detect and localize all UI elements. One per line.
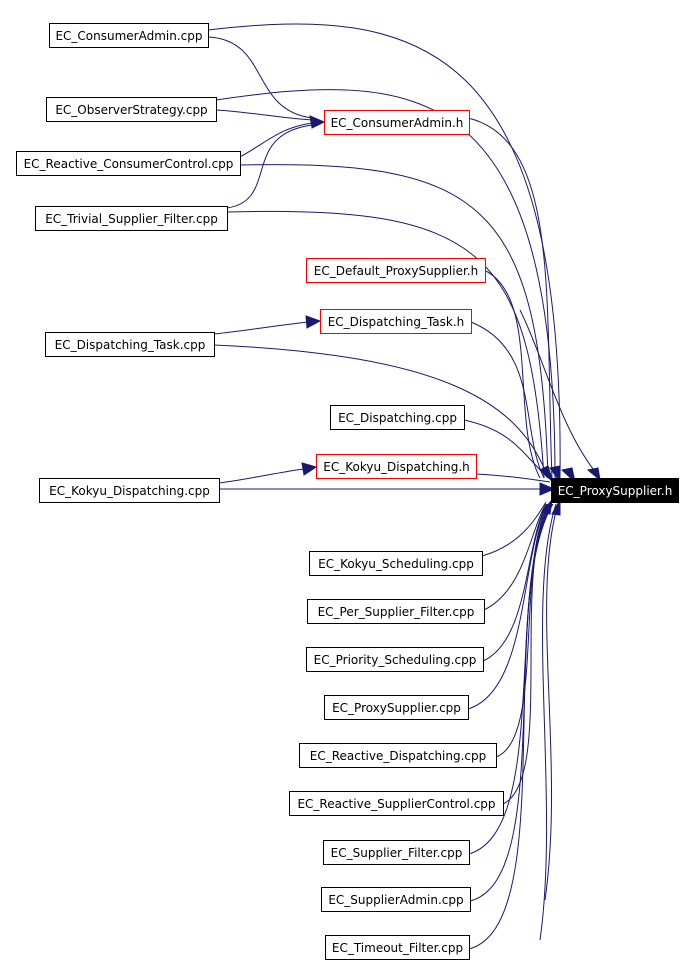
edge-per-supplier-filter-cpp-to-proxysupplier-h [483, 503, 547, 611]
edge-dispatching-cpp-to-proxysupplier-h [463, 419, 549, 479]
node-label: EC_Trivial_Supplier_Filter.cpp [45, 211, 218, 226]
node-default-proxysupplier-h[interactable]: EC_Default_ProxySupplier.h [306, 258, 486, 283]
node-kokyu-scheduling-cpp[interactable]: EC_Kokyu_Scheduling.cpp [309, 551, 483, 576]
edge-trivial-supplier-filter-cpp-to-consumeradmin-h [226, 124, 313, 209]
node-reactive-dispatching-cpp[interactable]: EC_Reactive_Dispatching.cpp [299, 743, 497, 768]
edge-proxysupplier-cpp-to-proxysupplier-h [467, 503, 549, 710]
edge-kokyu-dispatching-h-to-proxysupplier-h [475, 473, 551, 483]
node-label: EC_Dispatching_Task.cpp [54, 337, 206, 352]
arrowhead-target-top-d [586, 467, 601, 482]
edge-dispatching-task-cpp-to-proxysupplier-h [213, 344, 549, 479]
arrowhead-target-top-a [539, 465, 555, 484]
edge-consumeradmin-cpp-to-consumeradmin-h [207, 36, 313, 119]
node-label: EC_ProxySupplier.cpp [332, 700, 461, 715]
node-label: EC_Priority_Scheduling.cpp [313, 652, 477, 667]
node-supplier-filter-cpp[interactable]: EC_Supplier_Filter.cpp [323, 840, 470, 865]
node-proxysupplier-h[interactable]: EC_ProxySupplier.h [551, 478, 679, 503]
node-label: EC_Reactive_ConsumerControl.cpp [23, 156, 234, 171]
node-label: EC_Kokyu_Scheduling.cpp [318, 556, 474, 571]
node-trivial-supplier-filter-cpp[interactable]: EC_Trivial_Supplier_Filter.cpp [35, 206, 228, 231]
edge-dispatching-task-h-to-proxysupplier-h [470, 321, 545, 479]
node-consumeradmin-h[interactable]: EC_ConsumerAdmin.h [324, 110, 470, 135]
node-dispatching-task-cpp[interactable]: EC_Dispatching_Task.cpp [45, 332, 215, 357]
node-label: EC_ProxySupplier.h [557, 483, 673, 498]
edge-default-proxysupplier-h-to-proxysupplier-h [485, 270, 541, 479]
arrowhead-consumeradmin-h [309, 115, 326, 129]
node-label: EC_Per_Supplier_Filter.cpp [317, 604, 475, 619]
node-reactive-consumercontrol-cpp[interactable]: EC_Reactive_ConsumerControl.cpp [16, 151, 241, 176]
edge-kokyu-dispatching-cpp-to-kokyu-dispatching-h [218, 468, 305, 484]
node-label: EC_Supplier_Filter.cpp [330, 845, 463, 860]
edge-supplieradmin-cpp-to-proxysupplier-h [469, 503, 553, 902]
edge-bottom-loop-a [539, 503, 557, 941]
edge-reactive-consumercontrol-cpp-to-consumeradmin-h [239, 122, 313, 158]
node-label: EC_Timeout_Filter.cpp [331, 940, 464, 955]
arrowhead-target-left [539, 482, 556, 496]
node-label: EC_ObserverStrategy.cpp [55, 102, 208, 117]
node-label: EC_ConsumerAdmin.cpp [55, 28, 203, 43]
node-timeout-filter-cpp[interactable]: EC_Timeout_Filter.cpp [325, 935, 470, 960]
edge-consumeradmin-cpp-to-proxysupplier-h [207, 23, 561, 479]
node-proxysupplier-cpp[interactable]: EC_ProxySupplier.cpp [324, 695, 469, 720]
edge-observerstrategy-cpp-to-consumeradmin-h [215, 109, 313, 121]
node-label: EC_Kokyu_Dispatching.h [323, 459, 470, 474]
node-priority-scheduling-cpp[interactable]: EC_Priority_Scheduling.cpp [306, 647, 484, 672]
edge-dispatching-task-cpp-to-dispatching-task-h [213, 321, 309, 335]
node-label: EC_Kokyu_Dispatching.cpp [49, 483, 210, 498]
node-per-supplier-filter-cpp[interactable]: EC_Per_Supplier_Filter.cpp [307, 599, 485, 624]
arrowhead-dispatching-task-h [305, 315, 322, 329]
edge-reactive-consumercontrol-cpp-to-proxysupplier-h [239, 164, 549, 479]
node-kokyu-dispatching-h[interactable]: EC_Kokyu_Dispatching.h [316, 454, 477, 479]
node-label: EC_Dispatching.cpp [338, 410, 457, 425]
edge-trivial-supplier-filter-cpp-to-proxysupplier-h [226, 210, 545, 479]
node-reactive-suppliercontrol-cpp[interactable]: EC_Reactive_SupplierControl.cpp [289, 791, 504, 816]
node-dispatching-task-h[interactable]: EC_Dispatching_Task.h [320, 309, 472, 334]
node-label: EC_Dispatching_Task.h [327, 314, 465, 329]
node-observerstrategy-cpp[interactable]: EC_ObserverStrategy.cpp [46, 97, 217, 122]
arrowhead-target-bottom-a [541, 498, 553, 515]
node-label: EC_Reactive_Dispatching.cpp [309, 748, 487, 763]
edge-timeout-filter-cpp-to-proxysupplier-h [468, 503, 554, 950]
node-dispatching-cpp[interactable]: EC_Dispatching.cpp [330, 405, 465, 430]
edge-kokyu-scheduling-cpp-to-proxysupplier-h [481, 501, 547, 557]
edge-reactive-dispatching-cpp-to-proxysupplier-h [495, 503, 550, 758]
edge-proxysupplier-h-up-loop [519, 309, 601, 479]
node-label: EC_Reactive_SupplierControl.cpp [297, 796, 496, 811]
node-label: EC_ConsumerAdmin.h [330, 115, 464, 130]
arrowhead-kokyu-dispatching-h [301, 462, 318, 476]
edge-bottom-loop-b [544, 503, 559, 901]
node-consumeradmin-cpp[interactable]: EC_ConsumerAdmin.cpp [49, 23, 209, 48]
edge-consumeradmin-h-to-proxysupplier-h [467, 117, 553, 479]
node-kokyu-dispatching-cpp[interactable]: EC_Kokyu_Dispatching.cpp [39, 478, 220, 503]
arrowhead-target-bottom-b [551, 498, 561, 516]
node-label: EC_Default_ProxySupplier.h [313, 263, 479, 278]
node-supplieradmin-cpp[interactable]: EC_SupplierAdmin.cpp [321, 887, 471, 912]
edge-priority-scheduling-cpp-to-proxysupplier-h [482, 503, 548, 662]
node-label: EC_SupplierAdmin.cpp [328, 892, 464, 907]
edge-supplier-filter-cpp-to-proxysupplier-h [468, 503, 552, 855]
